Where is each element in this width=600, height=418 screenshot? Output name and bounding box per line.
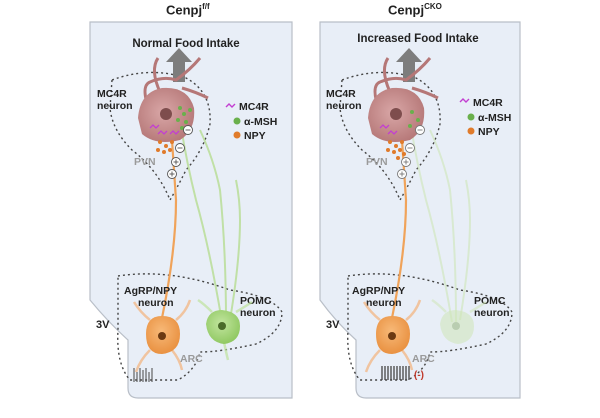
pomc-neuron [431,298,487,344]
npy-dots [156,140,174,154]
cilia-deficit-mark: (-) [414,370,424,381]
food-intake-label: Increased Food Intake [357,33,478,45]
pvn-region [339,71,441,202]
third-ventricle-label: 3V [326,319,340,331]
arc-region [117,273,283,381]
cilia-barcode [381,366,410,380]
pvn-label: PVN [366,156,388,168]
panel-right-title-sup: CKO [424,2,442,11]
panel-right: Increased Food Intake [319,21,521,399]
arc-label: ARC [180,353,203,365]
amsh-legend-dot [467,113,475,121]
arc-label: ARC [412,353,435,365]
legend: MC4R α-MSH NPY [225,101,277,142]
npy-dots [386,140,406,160]
third-ventricle-label: 3V [96,319,110,331]
pvn-label: PVN [134,156,156,168]
mc4r-legend-icon [459,98,470,103]
legend-mc4r-label: MC4R [239,101,269,113]
legend-npy-label: NPY [244,130,266,142]
legend-amsh-label: α-MSH [478,112,511,124]
panel-right-title: CenpjCKO [388,2,442,17]
mc4r-neuron [368,57,439,142]
mc4r-legend-icon [225,103,236,108]
food-intake-label: Normal Food Intake [132,38,239,50]
pvn-region [109,71,211,202]
pomc-neuron [197,298,253,361]
agrp-neuron [362,299,422,373]
arc-region [347,273,513,381]
legend-npy-label: NPY [478,126,500,138]
panel-left: Normal Food Intake [89,21,293,399]
food-intake-arrow-head [396,48,422,62]
signal-markers [167,125,193,179]
panel-left-title-main: Cenpj [166,2,203,18]
legend-amsh-label: α-MSH [244,116,277,128]
cilia-barcode [133,368,153,382]
panel-right-title-main: Cenpj [388,2,425,18]
mc4r-receptors [149,124,180,135]
agrp-neuron [132,299,192,373]
amsh-dots [176,106,192,130]
amsh-legend-dot [233,117,241,125]
panel-left-title-sup: f/f [202,2,210,11]
legend: MC4R α-MSH NPY [459,97,511,138]
food-intake-arrow-head [166,48,192,62]
mc4r-receptors [379,124,398,135]
npy-legend-dot [233,131,241,139]
panel-left-title: Cenpjf/f [166,2,210,17]
signal-markers [397,125,425,179]
amsh-dots [408,110,420,128]
npy-legend-dot [467,127,475,135]
legend-mc4r-label: MC4R [473,97,503,109]
brain-outline [89,21,293,399]
